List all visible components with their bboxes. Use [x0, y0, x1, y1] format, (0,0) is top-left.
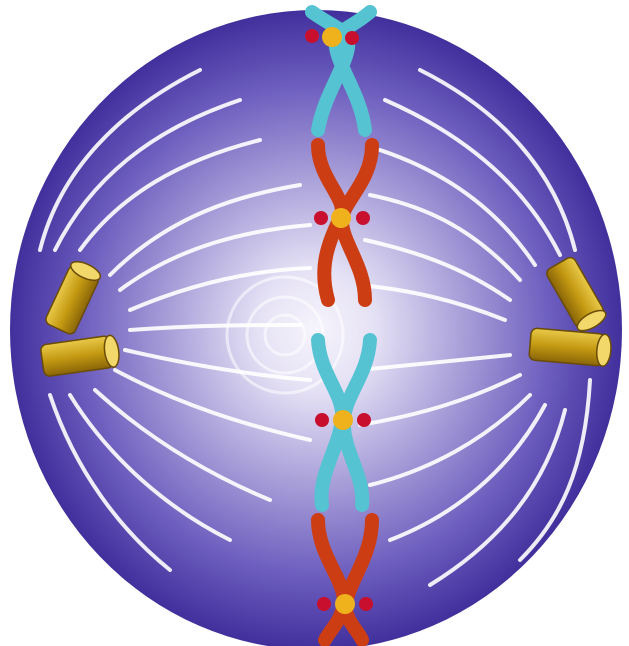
centriole-right-lower — [529, 328, 612, 367]
